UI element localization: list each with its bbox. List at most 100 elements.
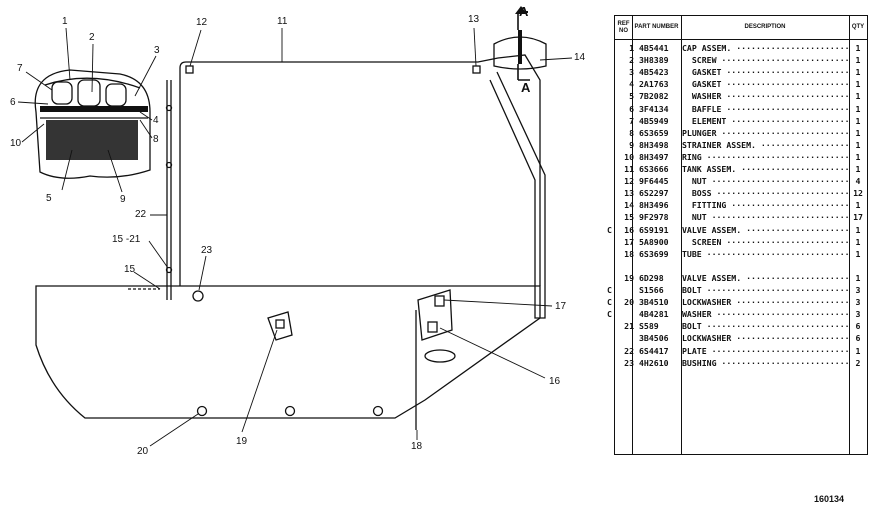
qty-cell: 1 xyxy=(855,272,861,283)
callout-4: 4 xyxy=(153,115,159,126)
callout-10: 10 xyxy=(10,138,22,149)
part-number-cell: S589 xyxy=(639,321,659,332)
part-number-cell: 9F6445 xyxy=(639,176,669,187)
callout-18: 18 xyxy=(411,441,423,452)
part-number-cell: 3H8389 xyxy=(639,55,669,66)
part-number-cell: 4B5949 xyxy=(639,115,669,126)
qty-cell: 1 xyxy=(855,115,861,126)
part-number-cell: 8H3497 xyxy=(639,151,669,162)
ref-no-cell: 2 xyxy=(629,55,634,66)
filler-cap xyxy=(493,36,547,70)
header-part-number: PART NUMBER xyxy=(632,16,681,40)
part-number-cell: 9F2978 xyxy=(639,212,669,223)
callout-15: 15 xyxy=(124,264,136,275)
qty-cell: 3 xyxy=(855,297,861,308)
section-marker-top: A xyxy=(519,4,529,19)
callout-16: 16 xyxy=(549,376,561,387)
ref-no-cell: 14 xyxy=(624,200,634,211)
part-number-cell: 6S9191 xyxy=(639,224,669,235)
part-number-cell: 6S4417 xyxy=(639,345,669,356)
ref-no-cell: 11 xyxy=(624,164,634,174)
qty-cell: 12 xyxy=(853,188,863,199)
tank-upper-body xyxy=(179,54,541,286)
part-number-cell: 2A1763 xyxy=(639,79,669,90)
part-number-cell: 3B4506 xyxy=(639,333,669,344)
ref-no-cell: 5 xyxy=(629,91,634,102)
part-number-cell: 8H3498 xyxy=(639,139,669,150)
ref-no-cell: 7 xyxy=(629,115,634,126)
description-cell: BOLT ···································… xyxy=(682,321,848,332)
table-row: 10 8H3497 RING ···························… xyxy=(615,151,869,163)
header-qty: QTY xyxy=(849,16,867,40)
ref-no-cell: 12 xyxy=(624,176,634,187)
part-number-cell: 6S2297 xyxy=(639,188,669,199)
description-cell: TUBE ···································… xyxy=(682,248,848,259)
qty-cell: 1 xyxy=(855,236,861,247)
cap-assembly-inset xyxy=(34,69,151,179)
callout-11: 11 xyxy=(277,16,288,27)
header-description: DESCRIPTION xyxy=(681,16,849,40)
callout-1: 1 xyxy=(62,16,68,27)
ref-no-cell: 19 xyxy=(624,272,634,283)
callout-3: 3 xyxy=(154,45,160,56)
ref-no-cell: 10 xyxy=(624,151,634,162)
filler-neck xyxy=(489,71,546,319)
ref-no-cell: 9 xyxy=(629,139,634,150)
callout-15-21: 15 -21 xyxy=(112,234,141,245)
description-cell: PLATE ··································… xyxy=(682,345,848,356)
description-cell: BAFFLE ·································… xyxy=(691,103,848,114)
ref-no-cell: 18 xyxy=(624,248,634,259)
part-number-cell: 6S3659 xyxy=(639,127,669,138)
description-cell: VALVE ASSEM. ···························… xyxy=(682,224,848,235)
qty-cell: 1 xyxy=(855,224,861,235)
callout-14: 14 xyxy=(574,52,586,63)
qty-cell: 1 xyxy=(855,200,861,211)
description-cell: ELEMENT ································… xyxy=(691,115,848,126)
qty-cell: 1 xyxy=(855,103,861,114)
qty-cell: 3 xyxy=(855,285,861,295)
ref-no-cell: 17 xyxy=(624,236,634,247)
ref-no-cell: 16 xyxy=(624,224,634,235)
table-row: 7 4B5949 ELEMENT ························… xyxy=(615,115,869,127)
part-number-cell: 6S3666 xyxy=(639,164,669,174)
qty-cell: 1 xyxy=(855,164,861,174)
part-number-cell: 4H2610 xyxy=(639,357,669,368)
part-number-cell: 4B5441 xyxy=(639,43,669,53)
description-cell: RING ···································… xyxy=(682,151,848,162)
qty-cell: 1 xyxy=(855,91,861,102)
part-number-cell: 3B4510 xyxy=(639,297,669,308)
qty-cell: 1 xyxy=(855,248,861,259)
description-cell: VALVE ASSEM. ···························… xyxy=(682,272,848,283)
table-row xyxy=(615,260,869,272)
ref-no-cell: 6 xyxy=(629,103,634,114)
part-number-cell: 6D298 xyxy=(639,272,664,283)
description-cell: WASHER ·································… xyxy=(682,309,848,320)
ref-no-cell: 15 xyxy=(624,212,634,223)
fuel-tank-outline xyxy=(35,285,541,419)
header-ref-no: REF NO xyxy=(615,16,632,40)
ref-no-cell: 23 xyxy=(624,357,634,368)
callout-8: 8 xyxy=(153,134,159,145)
description-cell: BUSHING ································… xyxy=(682,357,848,368)
callout-2: 2 xyxy=(89,32,95,43)
description-cell: FITTING ································… xyxy=(691,200,848,211)
description-cell: GASKET ·································… xyxy=(691,79,848,90)
row-mark: C xyxy=(607,285,612,295)
qty-cell: 1 xyxy=(855,139,861,150)
description-cell: SCREEN ·································… xyxy=(691,236,848,247)
section-marker-bottom: A xyxy=(521,80,531,95)
qty-cell: 1 xyxy=(855,55,861,66)
